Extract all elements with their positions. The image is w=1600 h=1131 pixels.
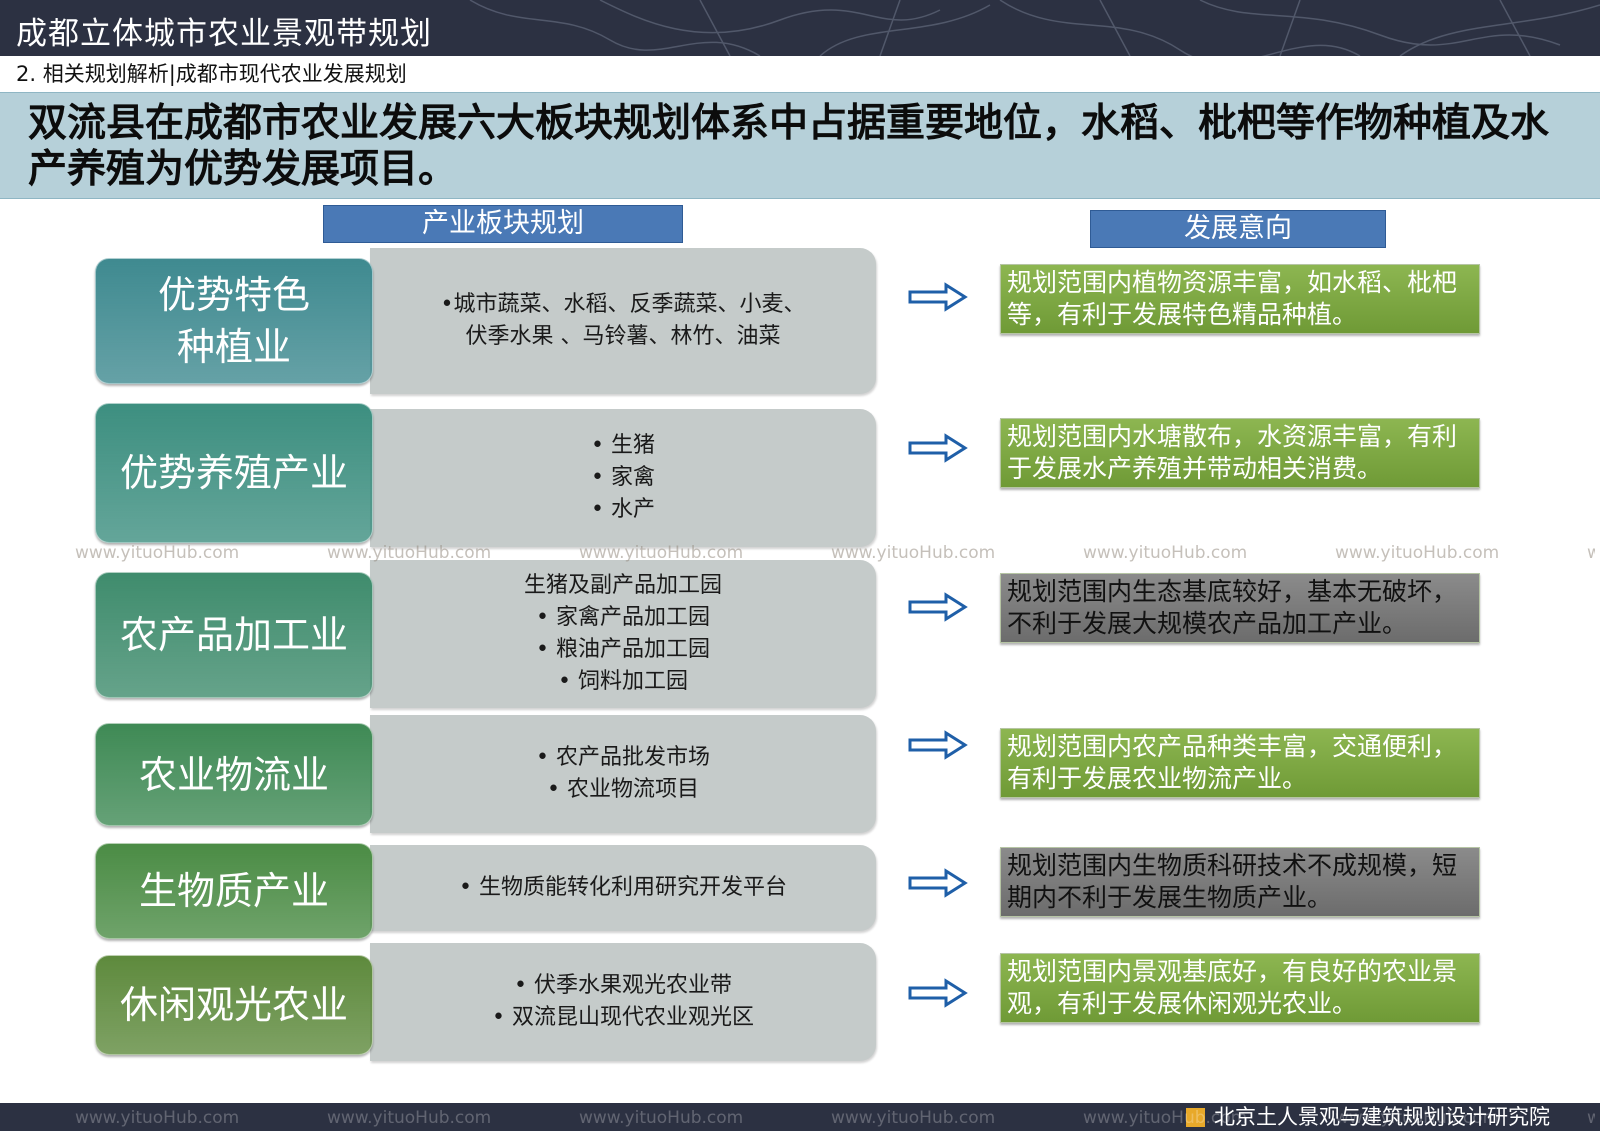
watermark-text: www.yituoHub.com	[1587, 543, 1595, 563]
industry-item: 伏季水果 、马铃薯、林竹、油菜	[465, 324, 781, 349]
industry-item: 生猪及副产品加工园	[523, 573, 722, 598]
industry-items-panel: 生猪及副产品加工园 • 家禽产品加工园 • 粮油产品加工园 • 饲料加工园	[370, 560, 876, 708]
organization-logo-icon	[1186, 1108, 1205, 1127]
industry-item: • 生猪	[591, 433, 655, 458]
industry-label: 农业物流业	[95, 723, 373, 826]
watermark-text: www.yituoHub.com	[1083, 543, 1248, 563]
right-arrow-icon	[908, 592, 968, 622]
header-bar: 成都立体城市农业景观带规划	[0, 0, 1600, 56]
industry-item: • 粮油产品加工园	[536, 637, 710, 662]
industry-label: 生物质产业	[95, 843, 373, 939]
industry-label-line: 休闲观光农业	[119, 983, 348, 1027]
footer-bar	[0, 1103, 1600, 1131]
industry-label: 优势特色种植业	[95, 258, 373, 384]
section-breadcrumb: 2. 相关规划解析|成都市现代农业发展规划	[16, 62, 407, 86]
development-note: 规划范围内生态基底较好，基本无破坏，不利于发展大规模农产品加工产业。	[1000, 573, 1480, 643]
development-note: 规划范围内农产品种类丰富，交通便利，有利于发展农业物流产业。	[1000, 728, 1480, 798]
industry-item: •城市蔬菜、水稻、反季蔬菜、小麦、	[440, 292, 806, 317]
document-title: 成都立体城市农业景观带规划	[16, 16, 432, 52]
industry-label-line: 农产品加工业	[119, 613, 348, 657]
footer-organization: 北京土人景观与建筑规划设计研究院	[1214, 1105, 1550, 1129]
industry-items-panel: • 生猪 • 家禽 • 水产	[370, 409, 876, 547]
development-note: 规划范围内生物质科研技术不成规模，短期内不利于发展生物质产业。	[1000, 847, 1480, 917]
industry-item: • 饲料加工园	[558, 669, 688, 694]
industry-label-line: 生物质产业	[138, 869, 329, 913]
right-arrow-icon	[908, 433, 968, 463]
industry-label-line: 种植业	[176, 325, 291, 369]
industry-items-panel: • 生物质能转化利用研究开发平台	[370, 845, 876, 931]
right-arrow-icon	[908, 282, 968, 312]
column-header-industry-plan: 产业板块规划	[323, 205, 683, 243]
watermark-text: www.yituoHub.com	[831, 543, 996, 563]
industry-item: • 家禽	[591, 465, 655, 490]
industry-label: 优势养殖产业	[95, 403, 373, 543]
industry-item: • 农产品批发市场	[536, 745, 710, 770]
map-texture-decoration	[469, 0, 1600, 56]
industry-label: 农产品加工业	[95, 572, 373, 698]
industry-label: 休闲观光农业	[95, 955, 373, 1055]
industry-item: • 水产	[591, 497, 655, 522]
right-arrow-icon	[908, 868, 968, 898]
industry-label-line: 优势特色	[157, 273, 310, 317]
watermark-text: www.yituoHub.com	[1335, 543, 1500, 563]
industry-label-line: 农业物流业	[138, 752, 329, 797]
right-arrow-icon	[908, 730, 968, 760]
development-note: 规划范围内植物资源丰富，如水稻、枇杷等，有利于发展特色精品种植。	[1000, 264, 1480, 334]
industry-item: • 家禽产品加工园	[536, 605, 710, 630]
industry-item: • 农业物流项目	[547, 777, 699, 802]
watermark-text: www.yituoHub.com	[75, 543, 240, 563]
column-header-development-intent: 发展意向	[1090, 210, 1386, 248]
headline-text: 双流县在成都市农业发展六大板块规划体系中占据重要地位，水稻、枇杷等作物种植及水产…	[28, 101, 1550, 192]
industry-items-panel: • 伏季水果观光农业带 • 双流昆山现代农业观光区	[370, 943, 876, 1061]
headline-banner: 双流县在成都市农业发展六大板块规划体系中占据重要地位，水稻、枇杷等作物种植及水产…	[0, 92, 1600, 199]
industry-item: • 伏季水果观光农业带	[514, 973, 732, 998]
industry-items-panel: •城市蔬菜、水稻、反季蔬菜、小麦、伏季水果 、马铃薯、林竹、油菜	[370, 248, 876, 394]
industry-item: • 双流昆山现代农业观光区	[492, 1005, 754, 1030]
development-note: 规划范围内水塘散布，水资源丰富，有利于发展水产养殖并带动相关消费。	[1000, 418, 1480, 488]
industry-label-line: 优势养殖产业	[119, 451, 348, 495]
industry-items-panel: • 农产品批发市场 • 农业物流项目	[370, 715, 876, 833]
development-note: 规划范围内景观基底好，有良好的农业景观，有利于发展休闲观光农业。	[1000, 953, 1480, 1023]
right-arrow-icon	[908, 978, 968, 1008]
industry-item: • 生物质能转化利用研究开发平台	[459, 875, 787, 900]
